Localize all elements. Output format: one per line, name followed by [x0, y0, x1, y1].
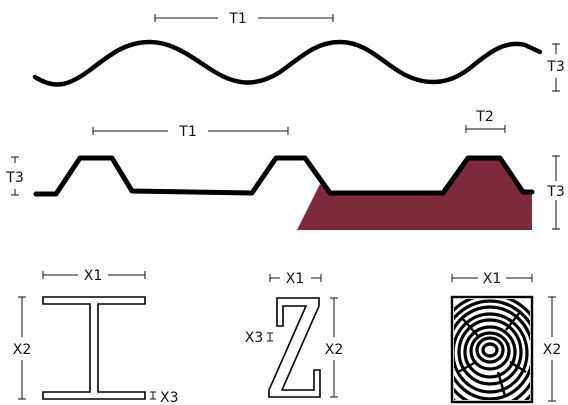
- i-beam-icon: [42, 296, 146, 400]
- x3-dimension-ibeam: X3: [150, 390, 179, 405]
- x1-dimension-timber: X1: [451, 271, 533, 287]
- x1-dimension-zprofile: X1: [269, 271, 322, 287]
- t2-dimension: T2: [465, 109, 506, 133]
- x2-label-ibeam: X2: [13, 342, 32, 358]
- trapezoid-profile-icon: [33, 155, 535, 197]
- wave-profile-icon: [32, 39, 543, 87]
- z-profile-icon: [268, 297, 321, 398]
- t1-dimension-top: T1: [154, 11, 334, 27]
- x1-label-zprofile: X1: [286, 271, 305, 287]
- trapezoidal-sheet-figure: T1 T2 T3 T3: [5, 109, 565, 230]
- x3-dimension-zprofile: X3: [245, 330, 273, 346]
- wood-grain-icon: [454, 299, 530, 400]
- t3-dimension-right: T3: [546, 155, 565, 230]
- t1-dimension-middle: T1: [92, 124, 289, 140]
- x2-label-timber: X2: [543, 342, 562, 358]
- x2-dimension-timber: X2: [543, 296, 562, 402]
- t3-label-left: T3: [5, 170, 23, 186]
- z-profile-figure: X1 X2 X3: [245, 271, 344, 398]
- t3-dimension-top: T3: [546, 43, 565, 92]
- t3-dimension-left: T3: [5, 156, 24, 196]
- sinusoidal-sheet-figure: T1 T3: [32, 11, 565, 92]
- timber-figure: X1 X2: [450, 271, 562, 404]
- x2-label-zprofile: X2: [325, 342, 344, 358]
- x1-label-timber: X1: [483, 271, 502, 287]
- t3-label-top: T3: [546, 59, 564, 75]
- x2-dimension-ibeam: X2: [13, 296, 32, 400]
- x3-label-ibeam: X3: [160, 390, 179, 405]
- t1-label-middle: T1: [178, 124, 196, 140]
- x3-label-zprofile: X3: [245, 330, 264, 346]
- i-beam-figure: X1 X2 X3: [13, 268, 179, 405]
- x1-dimension-ibeam: X1: [42, 268, 146, 284]
- t2-label: T2: [475, 109, 493, 125]
- x2-dimension-zprofile: X2: [325, 297, 344, 398]
- t3-label-right: T3: [546, 184, 564, 200]
- t1-label-top: T1: [228, 11, 246, 27]
- x1-label-ibeam: X1: [84, 268, 103, 284]
